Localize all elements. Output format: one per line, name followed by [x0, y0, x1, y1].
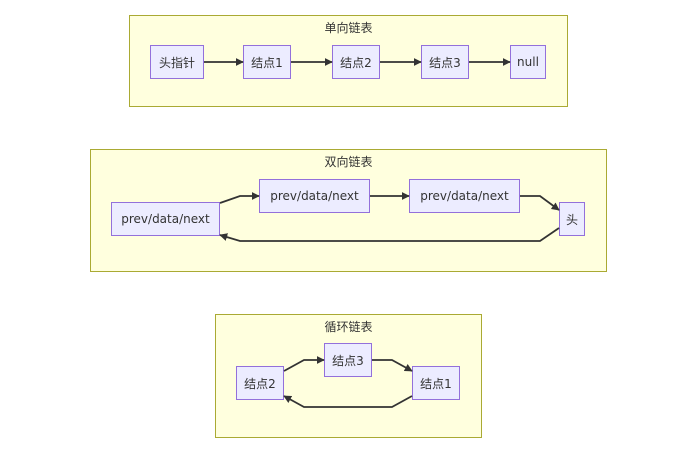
circular-node-2: 结点2	[236, 366, 284, 400]
head-pointer-node: 头指针	[150, 45, 204, 79]
circular-node-1: 结点1	[412, 366, 460, 400]
node-3: 结点3	[421, 45, 469, 79]
node-1: 结点1	[243, 45, 291, 79]
doubly-head-node: 头	[559, 202, 585, 236]
cluster-title: 单向链表	[324, 21, 373, 35]
cluster-title: 双向链表	[324, 155, 373, 169]
circular-node-3: 结点3	[324, 343, 372, 377]
node-2: 结点2	[332, 45, 380, 79]
cluster-title: 循环链表	[324, 320, 373, 334]
doubly-node-top-2: prev/data/next	[409, 179, 520, 213]
doubly-node-left: prev/data/next	[111, 202, 220, 236]
null-node: null	[510, 45, 546, 79]
doubly-node-top-1: prev/data/next	[259, 179, 370, 213]
